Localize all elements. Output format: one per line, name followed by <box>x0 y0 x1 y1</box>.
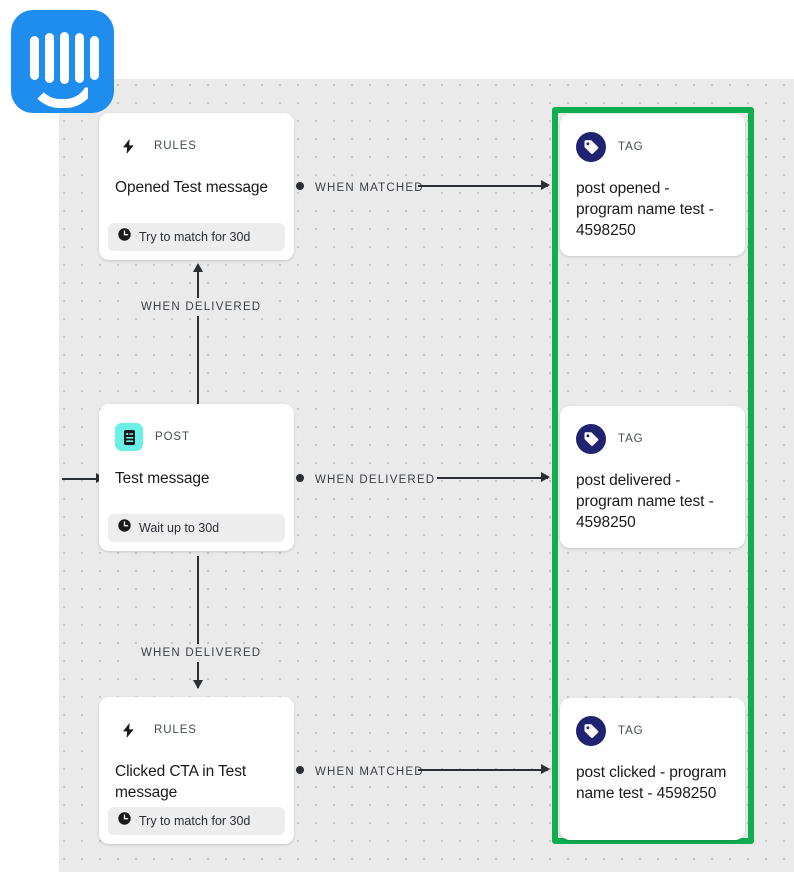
lightning-bolt-icon <box>115 132 142 161</box>
card-body: RULES Clicked CTA in Test message <box>99 697 294 803</box>
connector-line <box>418 185 548 187</box>
card-body: TAG post opened - program name test - 45… <box>560 114 745 241</box>
card-footer-label: Try to match for 30d <box>139 814 251 828</box>
connector-arrowhead <box>541 764 550 774</box>
connector-label-when-matched-bottom: WHEN MATCHED <box>310 764 429 780</box>
card-footer-label: Wait up to 30d <box>139 521 220 535</box>
card-footer-label: Try to match for 30d <box>139 230 251 244</box>
card-header: RULES <box>115 129 278 163</box>
connector-line <box>197 556 199 688</box>
card-header: TAG <box>576 130 729 164</box>
card-kind-label: TAG <box>618 725 644 737</box>
logo-bar-4 <box>75 33 84 83</box>
card-title: post delivered - program name test - 459… <box>576 472 714 531</box>
card-kind-label: POST <box>155 431 190 443</box>
connector-arrowhead <box>541 472 550 482</box>
card-body: RULES Opened Test message <box>99 113 294 198</box>
card-kind-label: TAG <box>618 141 644 153</box>
clock-icon <box>118 228 131 246</box>
logo-bar-2 <box>45 33 54 83</box>
node-card-tag-delivered[interactable]: TAG post delivered - program name test -… <box>560 406 745 548</box>
logo-bar-1 <box>30 36 39 80</box>
card-body: TAG post delivered - program name test -… <box>560 406 745 533</box>
connector-label-when-delivered-bottom: WHEN DELIVERED <box>135 644 268 662</box>
lightning-bolt-icon <box>115 716 142 745</box>
tag-icon <box>576 132 606 162</box>
clock-icon <box>118 812 131 830</box>
tag-icon <box>576 716 606 746</box>
connector-origin-dot <box>296 766 304 774</box>
intercom-logo <box>11 10 114 113</box>
card-header: RULES <box>115 713 278 747</box>
connector-origin-dot <box>296 182 304 190</box>
connector-line <box>197 272 199 404</box>
card-title: post opened - program name test - 459825… <box>576 180 714 239</box>
logo-smile <box>28 76 97 108</box>
card-title: Opened Test message <box>115 179 268 196</box>
connector-line <box>437 477 548 479</box>
node-card-tag-clicked[interactable]: TAG post clicked - program name test - 4… <box>560 698 745 840</box>
card-header: POST <box>115 420 278 454</box>
card-header: TAG <box>576 714 729 748</box>
highlight-box <box>552 107 754 844</box>
document-icon <box>115 423 143 451</box>
connector-label-when-delivered-middle: WHEN DELIVERED <box>310 472 441 488</box>
connector-origin-dot <box>296 474 304 482</box>
entry-line <box>62 478 102 480</box>
card-footer: Try to match for 30d <box>108 223 285 251</box>
node-card-rules-opened[interactable]: RULES Opened Test message Try to match f… <box>99 113 294 260</box>
connector-line <box>418 769 548 771</box>
card-title: post clicked - program name test - 45982… <box>576 764 727 802</box>
logo-bar-5 <box>90 36 99 80</box>
node-card-rules-clicked[interactable]: RULES Clicked CTA in Test message Try to… <box>99 697 294 844</box>
connector-label-when-delivered-top: WHEN DELIVERED <box>135 298 268 316</box>
connector-label-when-matched-top: WHEN MATCHED <box>310 180 429 196</box>
card-title: Clicked CTA in Test message <box>115 763 247 801</box>
card-kind-label: TAG <box>618 433 644 445</box>
logo-bar-3 <box>60 32 69 84</box>
card-header: TAG <box>576 422 729 456</box>
connector-arrowhead <box>541 180 550 190</box>
tag-icon <box>576 424 606 454</box>
card-body: POST Test message <box>99 404 294 489</box>
card-footer: Wait up to 30d <box>108 514 285 542</box>
card-kind-label: RULES <box>154 724 197 736</box>
card-footer: Try to match for 30d <box>108 807 285 835</box>
card-body: TAG post clicked - program name test - 4… <box>560 698 745 804</box>
card-title: Test message <box>115 470 210 487</box>
connector-arrowhead <box>193 680 203 689</box>
node-card-tag-opened[interactable]: TAG post opened - program name test - 45… <box>560 114 745 256</box>
card-kind-label: RULES <box>154 140 197 152</box>
node-card-post[interactable]: POST Test message Wait up to 30d <box>99 404 294 551</box>
connector-arrowhead <box>193 263 203 272</box>
clock-icon <box>118 519 131 537</box>
